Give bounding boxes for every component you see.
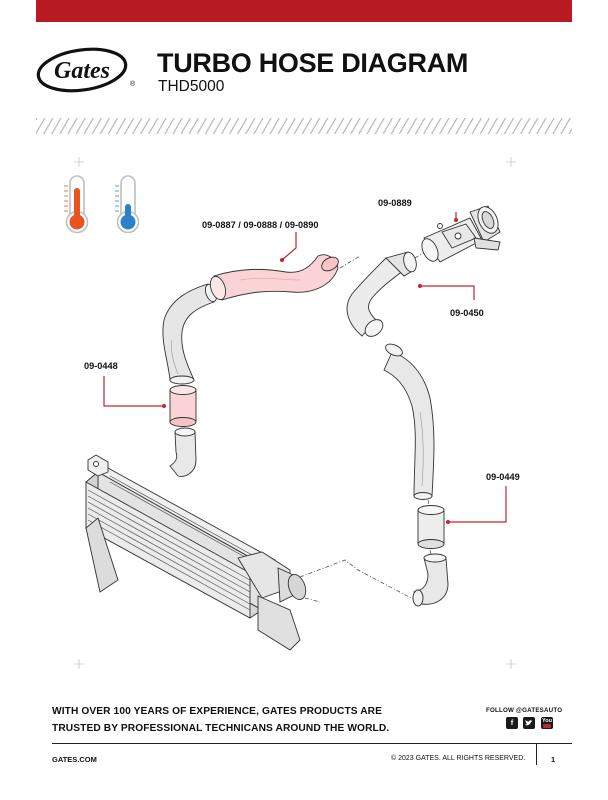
follow-label: FOLLOW @GATESAUTO bbox=[486, 707, 563, 714]
hose-09-0887 bbox=[209, 254, 339, 301]
throttle-09-0889 bbox=[421, 205, 501, 263]
page-title: TURBO HOSE DIAGRAM bbox=[157, 48, 469, 78]
coupler-09-0448 bbox=[169, 385, 197, 427]
intercooler bbox=[85, 454, 307, 651]
youtube-icon[interactable]: You bbox=[541, 717, 553, 729]
page-number: 1 bbox=[551, 755, 556, 764]
footer-tagline: WITH OVER 100 YEARS OF EXPERIENCE, GATES… bbox=[52, 703, 412, 737]
coupler-09-0449 bbox=[417, 505, 445, 549]
twitter-icon[interactable] bbox=[523, 717, 535, 729]
page-subtitle: THD5000 bbox=[158, 78, 225, 95]
leader-dots bbox=[162, 218, 458, 524]
cold-thermometer-icon bbox=[115, 175, 140, 234]
right-long-hose bbox=[383, 343, 435, 500]
leader-lines bbox=[103, 212, 507, 523]
gates-logo: Gates ® bbox=[36, 47, 136, 93]
label-09-0889: 09-0889 bbox=[378, 198, 412, 208]
tagline-line-1: WITH OVER 100 YEARS OF EXPERIENCE, GATES… bbox=[52, 706, 383, 717]
upper-left-hose bbox=[162, 283, 218, 385]
copyright-text: © 2023 GATES. ALL RIGHTS RESERVED. bbox=[391, 755, 526, 762]
label-09-0450: 09-0450 bbox=[450, 308, 484, 318]
svg-text:®: ® bbox=[130, 80, 136, 88]
crosshair-marks bbox=[74, 157, 516, 669]
label-09-0887: 09-0887 / 09-0888 / 09-0890 bbox=[202, 220, 318, 230]
facebook-icon[interactable]: f bbox=[506, 717, 518, 729]
lower-right-elbow bbox=[412, 553, 449, 607]
lower-left-elbow bbox=[169, 427, 197, 477]
hose-09-0450 bbox=[346, 251, 417, 337]
website-link[interactable]: GATES.COM bbox=[52, 755, 97, 764]
label-09-0448: 09-0448 bbox=[84, 361, 118, 371]
youtube-label: You bbox=[542, 718, 552, 724]
brand-top-bar bbox=[36, 0, 572, 22]
hot-thermometer-icon bbox=[64, 175, 89, 234]
tagline-line-2: TRUSTED BY PROFESSIONAL TECHNICANS AROUN… bbox=[52, 723, 390, 734]
label-09-0449: 09-0449 bbox=[486, 472, 520, 482]
hatch-divider bbox=[36, 118, 572, 134]
footer-rule bbox=[52, 743, 572, 744]
turbo-hose-diagram: 09-0887 / 09-0888 / 09-0890 09-0889 09-0… bbox=[64, 157, 520, 669]
footer-vertical-rule bbox=[536, 743, 537, 765]
logo-wordmark: Gates bbox=[54, 58, 110, 84]
